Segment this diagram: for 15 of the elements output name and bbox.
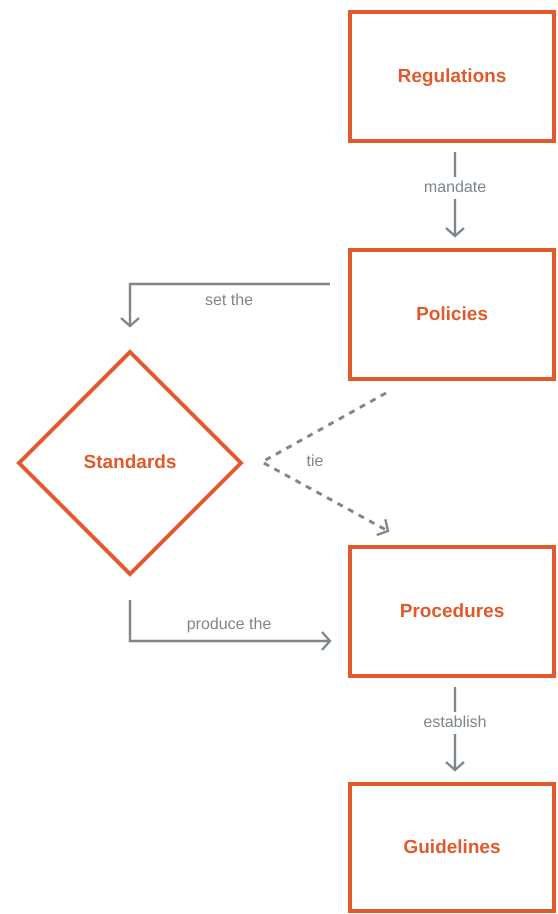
arrow xyxy=(128,600,332,652)
edge-label: set the xyxy=(204,291,254,311)
edge-label: tie xyxy=(306,452,324,472)
arrow xyxy=(120,282,330,328)
node-label: Guidelines xyxy=(403,836,501,858)
process-box xyxy=(348,248,556,381)
process-box xyxy=(348,782,556,913)
process-box xyxy=(348,10,556,143)
edge-label: produce the xyxy=(186,615,272,635)
node-label: Regulations xyxy=(398,66,506,88)
node-label: Policies xyxy=(416,304,488,326)
node-label: Standards xyxy=(84,452,176,474)
node-label: Procedures xyxy=(400,600,504,622)
process-box xyxy=(348,545,556,678)
decision-diamond xyxy=(17,350,243,576)
